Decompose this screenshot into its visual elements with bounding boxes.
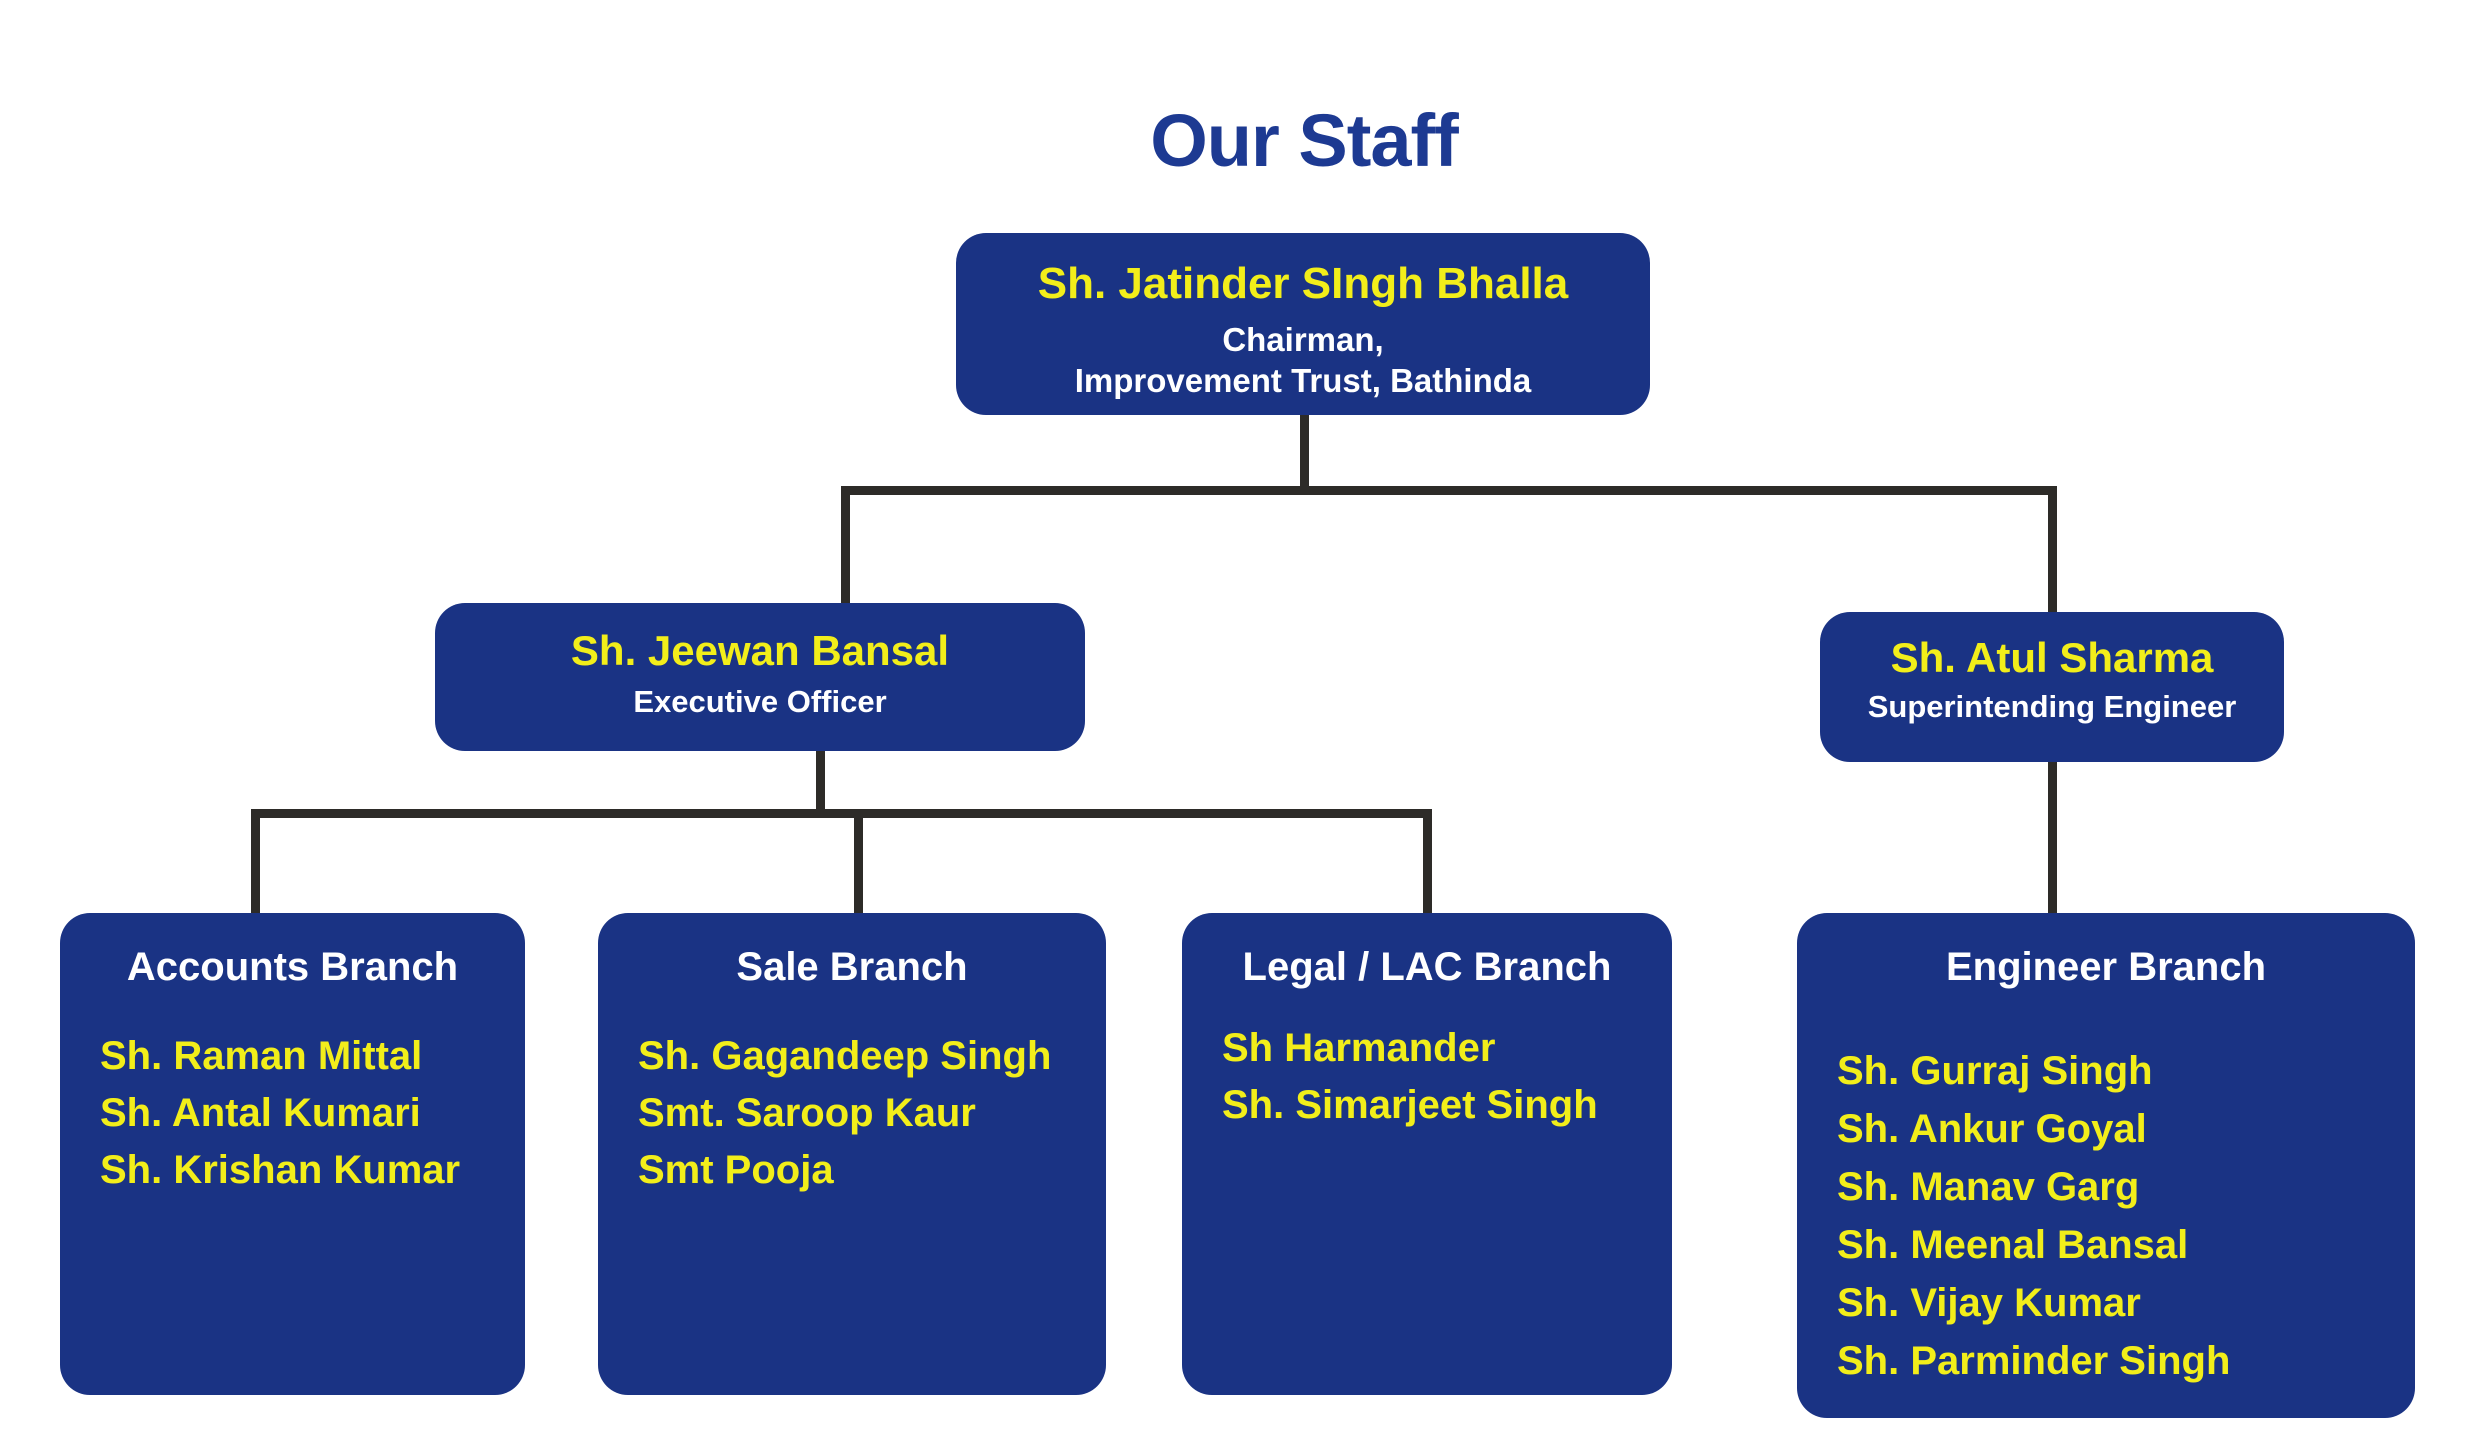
branch-box-legal-lac: Legal / LAC Branch Sh Harmander Sh. Sima… — [1182, 913, 1672, 1395]
branch-title-accounts: Accounts Branch — [126, 945, 459, 989]
connector-level2-horizontal — [251, 809, 1432, 818]
branch-title-sale: Sale Branch — [736, 945, 968, 989]
member-name: Sh. Vijay Kumar — [1837, 1281, 2141, 1325]
executive-officer-role: Executive Officer — [633, 684, 887, 720]
member-name: Smt Pooja — [638, 1148, 834, 1192]
connector-jeewan-drop — [816, 748, 825, 818]
member-list-engineer: Sh. Gurraj Singh Sh. Ankur Goyal Sh. Man… — [1797, 1042, 2415, 1390]
org-box-superintending-engineer: Sh. Atul Sharma Superintending Engineer — [1820, 612, 2284, 762]
connector-to-jeewan — [841, 486, 850, 611]
branch-title-engineer: Engineer Branch — [1945, 945, 2267, 989]
org-box-executive-officer: Sh. Jeewan Bansal Executive Officer — [435, 603, 1085, 751]
member-list-legal-lac: Sh Harmander Sh. Simarjeet Singh — [1182, 1020, 1672, 1134]
chairman-role-line1: Chairman, — [1222, 320, 1384, 358]
member-list-accounts: Sh. Raman Mittal Sh. Antal Kumari Sh. Kr… — [60, 1028, 525, 1199]
branch-box-accounts: Accounts Branch Sh. Raman Mittal Sh. Ant… — [60, 913, 525, 1395]
connector-to-legal — [1423, 809, 1432, 921]
connector-to-atul — [2048, 486, 2057, 621]
connector-to-accounts — [251, 809, 260, 921]
superintending-engineer-role: Superintending Engineer — [1867, 689, 2237, 725]
chairman-role-line2: Improvement Trust, Bathinda — [1074, 361, 1532, 399]
member-name: Sh. Meenal Bansal — [1837, 1223, 2189, 1267]
member-name: Sh. Krishan Kumar — [100, 1148, 461, 1192]
member-list-sale: Sh. Gagandeep Singh Smt. Saroop Kaur Smt… — [598, 1028, 1106, 1199]
connector-to-sale — [854, 809, 863, 921]
branch-title-legal-lac: Legal / LAC Branch — [1242, 945, 1612, 989]
connector-root-drop — [1300, 413, 1309, 495]
chairman-name: Sh. Jatinder SIngh Bhalla — [1037, 259, 1569, 308]
member-name: Sh. Gurraj Singh — [1837, 1049, 2153, 1093]
connector-level1-horizontal — [841, 486, 2057, 495]
page-title: Our Staff — [1150, 99, 1459, 182]
member-name: Sh Harmander — [1222, 1026, 1496, 1070]
superintending-engineer-name: Sh. Atul Sharma — [1890, 634, 2214, 681]
connector-to-engineer — [2048, 757, 2057, 921]
member-name: Sh. Antal Kumari — [100, 1091, 421, 1135]
executive-officer-name: Sh. Jeewan Bansal — [570, 627, 950, 674]
member-name: Sh. Gagandeep Singh — [638, 1034, 1052, 1078]
org-box-chairman: Sh. Jatinder SIngh Bhalla Chairman, Impr… — [956, 233, 1650, 415]
member-name: Sh. Simarjeet Singh — [1222, 1083, 1598, 1127]
member-name: Sh. Ankur Goyal — [1837, 1107, 2147, 1151]
member-name: Smt. Saroop Kaur — [638, 1091, 976, 1135]
member-name: Sh. Raman Mittal — [100, 1034, 423, 1078]
chairman-role: Chairman, Improvement Trust, Bathinda — [956, 320, 1650, 402]
branch-box-sale: Sale Branch Sh. Gagandeep Singh Smt. Sar… — [598, 913, 1106, 1395]
member-name: Sh. Manav Garg — [1837, 1165, 2140, 1209]
branch-box-engineer: Engineer Branch Sh. Gurraj Singh Sh. Ank… — [1797, 913, 2415, 1418]
member-name: Sh. Parminder Singh — [1837, 1339, 2231, 1383]
